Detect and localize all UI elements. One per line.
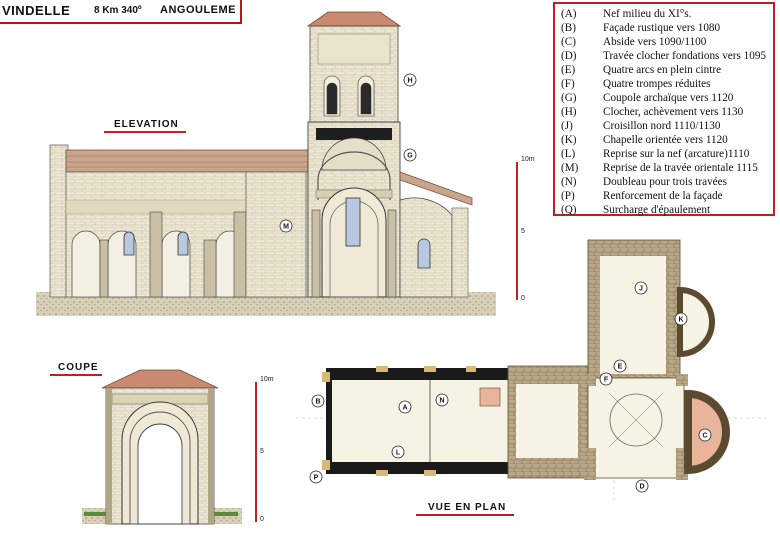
tag-label: J [639, 286, 643, 293]
plan-title: VUE EN PLAN [428, 502, 507, 513]
legend-text: Reprise de la travée orientale 1115 [603, 162, 758, 174]
tag-m: M [279, 219, 293, 233]
tag-label: P [314, 475, 319, 482]
tag-label: H [407, 78, 412, 85]
coupe-underline [50, 374, 102, 376]
legend-text: Coupole archaïque vers 1120 [603, 92, 734, 104]
elevation-scale-10: 10m [521, 156, 535, 163]
tag-a: A [398, 400, 412, 414]
legend-code: (P) [561, 190, 575, 202]
plan-underline [416, 514, 514, 516]
legend-text: Clocher, achèvement vers 1130 [603, 106, 744, 118]
coupe-title: COUPE [58, 362, 99, 373]
town-label: ANGOULEME [160, 4, 236, 16]
legend-code: (E) [561, 64, 576, 76]
legend-text: Surcharge d'épaulement [603, 204, 711, 216]
elevation-scale-bar [516, 162, 518, 300]
coupe-scale-5: 5 [260, 448, 264, 455]
legend-code: (M) [561, 162, 579, 174]
header-bar: VINDELLE 8 Km 340º ANGOULEME [0, 0, 242, 24]
elevation-scale-5: 5 [521, 228, 525, 235]
legend-code: (K) [561, 134, 577, 146]
tag-label: G [407, 153, 413, 160]
nave-wall-south [326, 462, 510, 474]
coupe-scale-10: 10m [260, 376, 274, 383]
elevation-scale-0: 0 [521, 295, 525, 302]
tag-k: K [674, 312, 688, 326]
legend-code: (B) [561, 22, 576, 34]
tag-label: D [639, 484, 644, 491]
legend-text: Doubleau pour trois travées [603, 176, 727, 188]
legend-code: (Q) [561, 204, 577, 216]
legend-code: (L) [561, 148, 576, 160]
tag-label: N [439, 398, 444, 405]
tag-e: E [613, 359, 627, 373]
legend-code: (C) [561, 36, 576, 48]
tag-n: N [435, 393, 449, 407]
nave-roof [65, 149, 309, 173]
legend-text: Abside vers 1090/1100 [603, 36, 707, 48]
legend-code: (D) [561, 50, 577, 62]
plan-drawing [296, 239, 770, 500]
tag-h: H [403, 73, 417, 87]
legend-code: (H) [561, 106, 577, 118]
plan-tags: H G M J K E F A N B L P C D [279, 73, 712, 493]
tag-d: D [635, 479, 649, 493]
legend-code: (A) [561, 8, 577, 20]
elevation-underline [104, 131, 186, 133]
legend-code: (N) [561, 176, 577, 188]
legend-text: Quatre arcs en plein cintre [603, 64, 722, 76]
legend-text: Quatre trompes réduites [603, 78, 711, 90]
church-name: VINDELLE [2, 3, 71, 18]
tag-g: G [403, 148, 417, 162]
legend-code: (J) [561, 120, 573, 132]
tag-l: L [391, 445, 405, 459]
legend-text: Renforcement de la façade [603, 190, 723, 202]
tag-label: A [402, 405, 407, 412]
elevation-drawing [36, 11, 496, 316]
legend-box: (A) Nef milieu du XI°s. (B) Façade rustique… [553, 2, 775, 216]
tag-j: J [634, 281, 648, 295]
tag-b: B [311, 394, 325, 408]
legend-code: (G) [561, 92, 577, 104]
nave-wall-north [326, 368, 510, 380]
tag-f: F [599, 372, 613, 386]
legend-text: Nef milieu du XI°s. [603, 8, 692, 20]
legend-code: (F) [561, 78, 575, 90]
tag-label: K [678, 317, 683, 324]
legend-text: Travée clocher fondations vers 1095 [603, 50, 767, 62]
tag-label: C [702, 433, 707, 440]
legend-text: Chapelle orientée vers 1120 [603, 134, 728, 146]
elevation-title: ELEVATION [114, 119, 179, 130]
legend-text: Croisillon nord 1110/1130 [603, 120, 721, 132]
tag-label: M [283, 224, 289, 231]
cupola [321, 137, 387, 171]
tag-label: E [618, 364, 623, 371]
tower-roof [306, 11, 402, 27]
tag-label: L [396, 450, 401, 457]
legend-text: Façade rustique vers 1080 [603, 22, 721, 34]
coupe-scale-bar [255, 382, 257, 522]
legend-text: Reprise sur la nef (arcature)1110 [603, 148, 750, 160]
tag-c: C [698, 428, 712, 442]
distance-label: 8 Km 340º [94, 5, 142, 16]
tag-label: F [604, 377, 609, 384]
cupola-plan [609, 393, 663, 447]
coupe-drawing [82, 369, 242, 525]
tag-label: B [315, 399, 320, 406]
coupe-scale-0: 0 [260, 516, 264, 523]
tag-p: P [309, 470, 323, 484]
